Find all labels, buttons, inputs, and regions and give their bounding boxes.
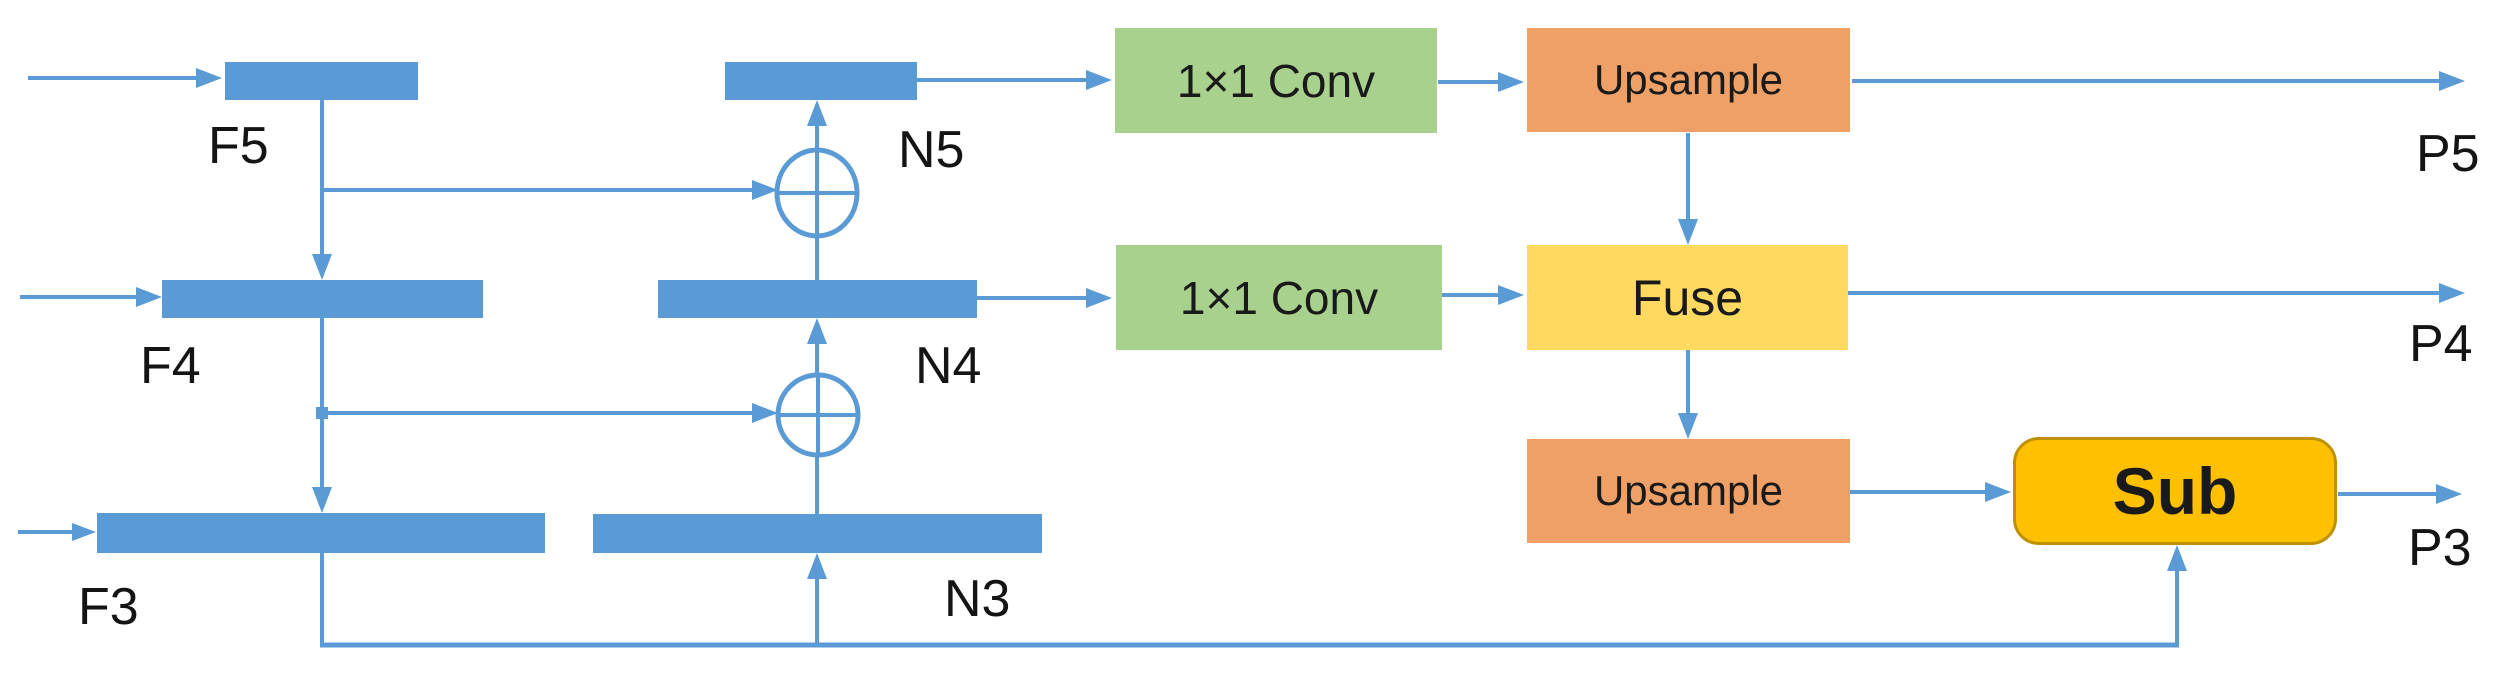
upsample-box-row3: Upsample: [1527, 439, 1850, 543]
arrowhead-input-f3: [72, 523, 96, 541]
sub-box-label: Sub: [2112, 454, 2238, 528]
conv-box-row2: 1×1 Conv: [1116, 245, 1442, 350]
fuse-box: Fuse: [1527, 245, 1848, 350]
conv-box-row1: 1×1 Conv: [1115, 28, 1437, 133]
arrowhead-conv1-to-upsample1: [1498, 72, 1524, 92]
arrowhead-fuse-to-upsample2: [1678, 413, 1698, 439]
arrowhead-n5-to-conv1: [1086, 70, 1112, 90]
fuse-box-label: Fuse: [1631, 269, 1744, 326]
n4-feature-bar: [658, 280, 977, 318]
conv-box-row2-label: 1×1 Conv: [1179, 271, 1379, 324]
arrowhead-bottom-to-n3: [807, 553, 827, 579]
n5-feature-bar: [725, 62, 917, 100]
arrowhead-upsample1-to-p5: [2439, 71, 2465, 91]
arrowhead-n4-to-conv2: [1086, 288, 1112, 308]
plus-circle-upper: [774, 147, 860, 239]
arrowhead-f4-lateral: [752, 403, 778, 423]
plus-circle-lower: [775, 372, 861, 458]
arrowhead-plus1-to-n5: [807, 100, 827, 126]
conv-box-row1-label: 1×1 Conv: [1176, 54, 1376, 107]
n3-label: N3: [944, 570, 1011, 628]
arrowhead-f5-to-f4: [312, 254, 332, 280]
f5-label: F5: [208, 117, 269, 175]
f3-feature-bar: [97, 513, 545, 553]
f5-feature-bar: [225, 62, 418, 100]
upsample-box-row3-label: Upsample: [1593, 467, 1784, 514]
n4-label: N4: [915, 337, 982, 395]
f4-feature-bar: [162, 280, 483, 318]
n3-feature-bar: [593, 514, 1042, 553]
p4-label: P4: [2409, 315, 2473, 373]
n5-label: N5: [898, 121, 965, 179]
arrowhead-f5-lateral: [752, 180, 778, 200]
f3-label: F3: [78, 578, 139, 636]
arrowhead-input-f5: [196, 68, 222, 88]
f4-label: F4: [140, 337, 201, 395]
p5-label: P5: [2416, 125, 2480, 183]
arrowhead-upsample2-to-sub: [1985, 482, 2011, 502]
arrowhead-f4-to-f3: [312, 487, 332, 513]
junction-dot: [316, 407, 328, 419]
sub-box: Sub: [2013, 437, 2337, 545]
arrowhead-fuse-to-p4: [2439, 283, 2465, 303]
arrowhead-input-f4: [136, 287, 162, 307]
arrowhead-upsample1-to-fuse: [1678, 219, 1698, 245]
upsample-box-row1: Upsample: [1527, 28, 1850, 132]
arrowhead-sub-to-p3: [2436, 484, 2462, 504]
p3-label: P3: [2408, 519, 2472, 577]
arrowhead-bottom-to-sub: [2167, 545, 2187, 571]
arrowhead-conv2-to-fuse: [1498, 285, 1524, 305]
upsample-box-row1-label: Upsample: [1593, 56, 1784, 103]
arrowhead-plus2-to-n4: [807, 318, 827, 344]
